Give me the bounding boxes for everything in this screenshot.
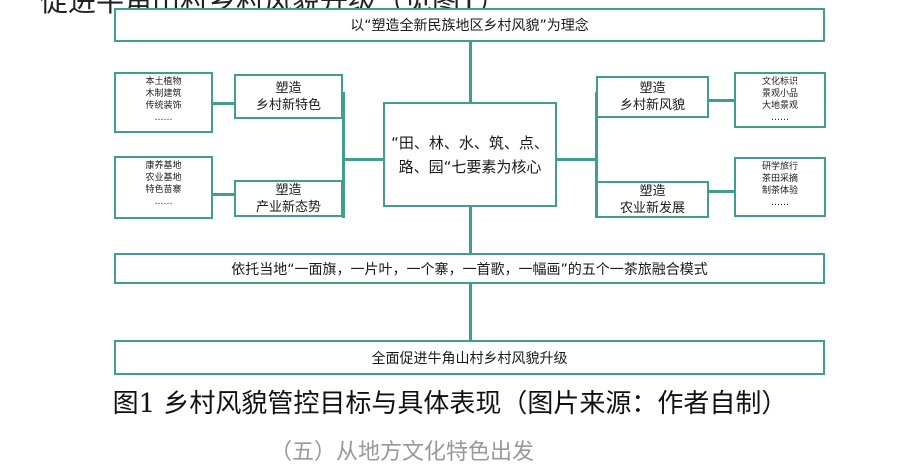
figure-caption: 图1 乡村风貌管控目标与具体表现（图片来源：作者自制）: [112, 389, 788, 419]
connector-left-bracket-core: [342, 158, 384, 161]
far-right-upper-item: ……: [771, 113, 789, 123]
far-left-lower-item: 农业基地: [145, 173, 182, 183]
left-upper-line-2: 乡村新特色: [255, 97, 321, 113]
connector-top-to-core: [469, 41, 472, 103]
right-lower-line-2: 农业新发展: [619, 200, 685, 216]
top-concept-box: 以“塑造全新民族地区乡村风貌”为理念: [114, 8, 825, 42]
far-left-upper-box: 本土植物 木制建筑 传统装饰 ……: [114, 72, 213, 133]
connector-right-bracket-core: [555, 158, 597, 161]
far-right-lower-item: 制茶体验: [761, 186, 798, 196]
far-right-upper-box: 文化标识 景观小品 大地景观 ……: [734, 72, 826, 128]
far-right-lower-item: ……: [771, 198, 789, 208]
far-right-upper-item: 大地景观: [761, 101, 798, 111]
far-left-upper-item: 木制建筑: [145, 89, 182, 99]
left-upper-box: 塑造 乡村新特色: [234, 74, 343, 119]
core-line-2: 路、园“七要素为核心: [398, 157, 542, 176]
far-left-lower-item: ……: [154, 197, 173, 207]
connector-left-bracket: [342, 92, 345, 218]
bottom-goal-text: 全面促进牛角山村乡村风貌升级: [371, 350, 568, 367]
mode-box: 依托当地“一面旗，一片叶，一个寨，一首歌，一幅画”的五个一茶旅融合模式: [114, 253, 825, 284]
connector-right-bracket: [595, 92, 598, 218]
mode-text: 依托当地“一面旗，一片叶，一个寨，一首歌，一幅画”的五个一茶旅融合模式: [231, 261, 708, 278]
right-upper-box: 塑造 乡村新风貌: [596, 76, 709, 118]
far-left-upper-item: ……: [154, 113, 173, 123]
right-lower-box: 塑造 农业新发展: [596, 181, 709, 218]
far-right-lower-box: 研学旅行 茶田采摘 制茶体验 ……: [734, 157, 826, 217]
far-right-lower-item: 研学旅行: [761, 162, 798, 172]
left-lower-line-2: 产业新态势: [255, 199, 321, 215]
far-left-lower-item: 特色苗寨: [145, 185, 182, 195]
connector-far-left-lower: [212, 193, 235, 196]
core-line-1: “田、林、水、筑、点、: [391, 133, 549, 152]
right-upper-line-2: 乡村新风貌: [619, 98, 685, 113]
connector-far-right-upper: [708, 99, 735, 102]
far-right-upper-item: 文化标识: [761, 77, 798, 87]
bottom-partial-text: （五）从地方文化特色出发: [270, 440, 535, 465]
connector-far-right-lower: [708, 190, 735, 193]
left-lower-box: 塑造 产业新态势: [234, 180, 343, 217]
connector-mode-to-bottom: [469, 283, 472, 341]
top-concept-text: 以“塑造全新民族地区乡村风貌”为理念: [350, 18, 589, 34]
far-left-lower-item: 康养基地: [145, 161, 182, 171]
far-right-lower-item: 茶田采摘: [761, 174, 798, 184]
bottom-goal-box: 全面促进牛角山村乡村风貌升级: [114, 340, 825, 375]
right-upper-line-1: 塑造: [639, 81, 666, 96]
core-elements-box: “田、林、水、筑、点、 路、园“七要素为核心: [383, 102, 557, 207]
far-left-upper-item: 本土植物: [145, 77, 182, 87]
left-lower-line-1: 塑造: [275, 182, 302, 198]
far-right-upper-item: 景观小品: [761, 89, 798, 99]
far-left-upper-item: 传统装饰: [145, 101, 182, 111]
far-left-lower-box: 康养基地 农业基地 特色苗寨 ……: [114, 156, 213, 219]
right-lower-line-1: 塑造: [639, 183, 666, 199]
left-upper-line-1: 塑造: [275, 80, 302, 96]
connector-core-to-mode: [469, 206, 472, 254]
connector-far-left-upper: [212, 102, 235, 105]
